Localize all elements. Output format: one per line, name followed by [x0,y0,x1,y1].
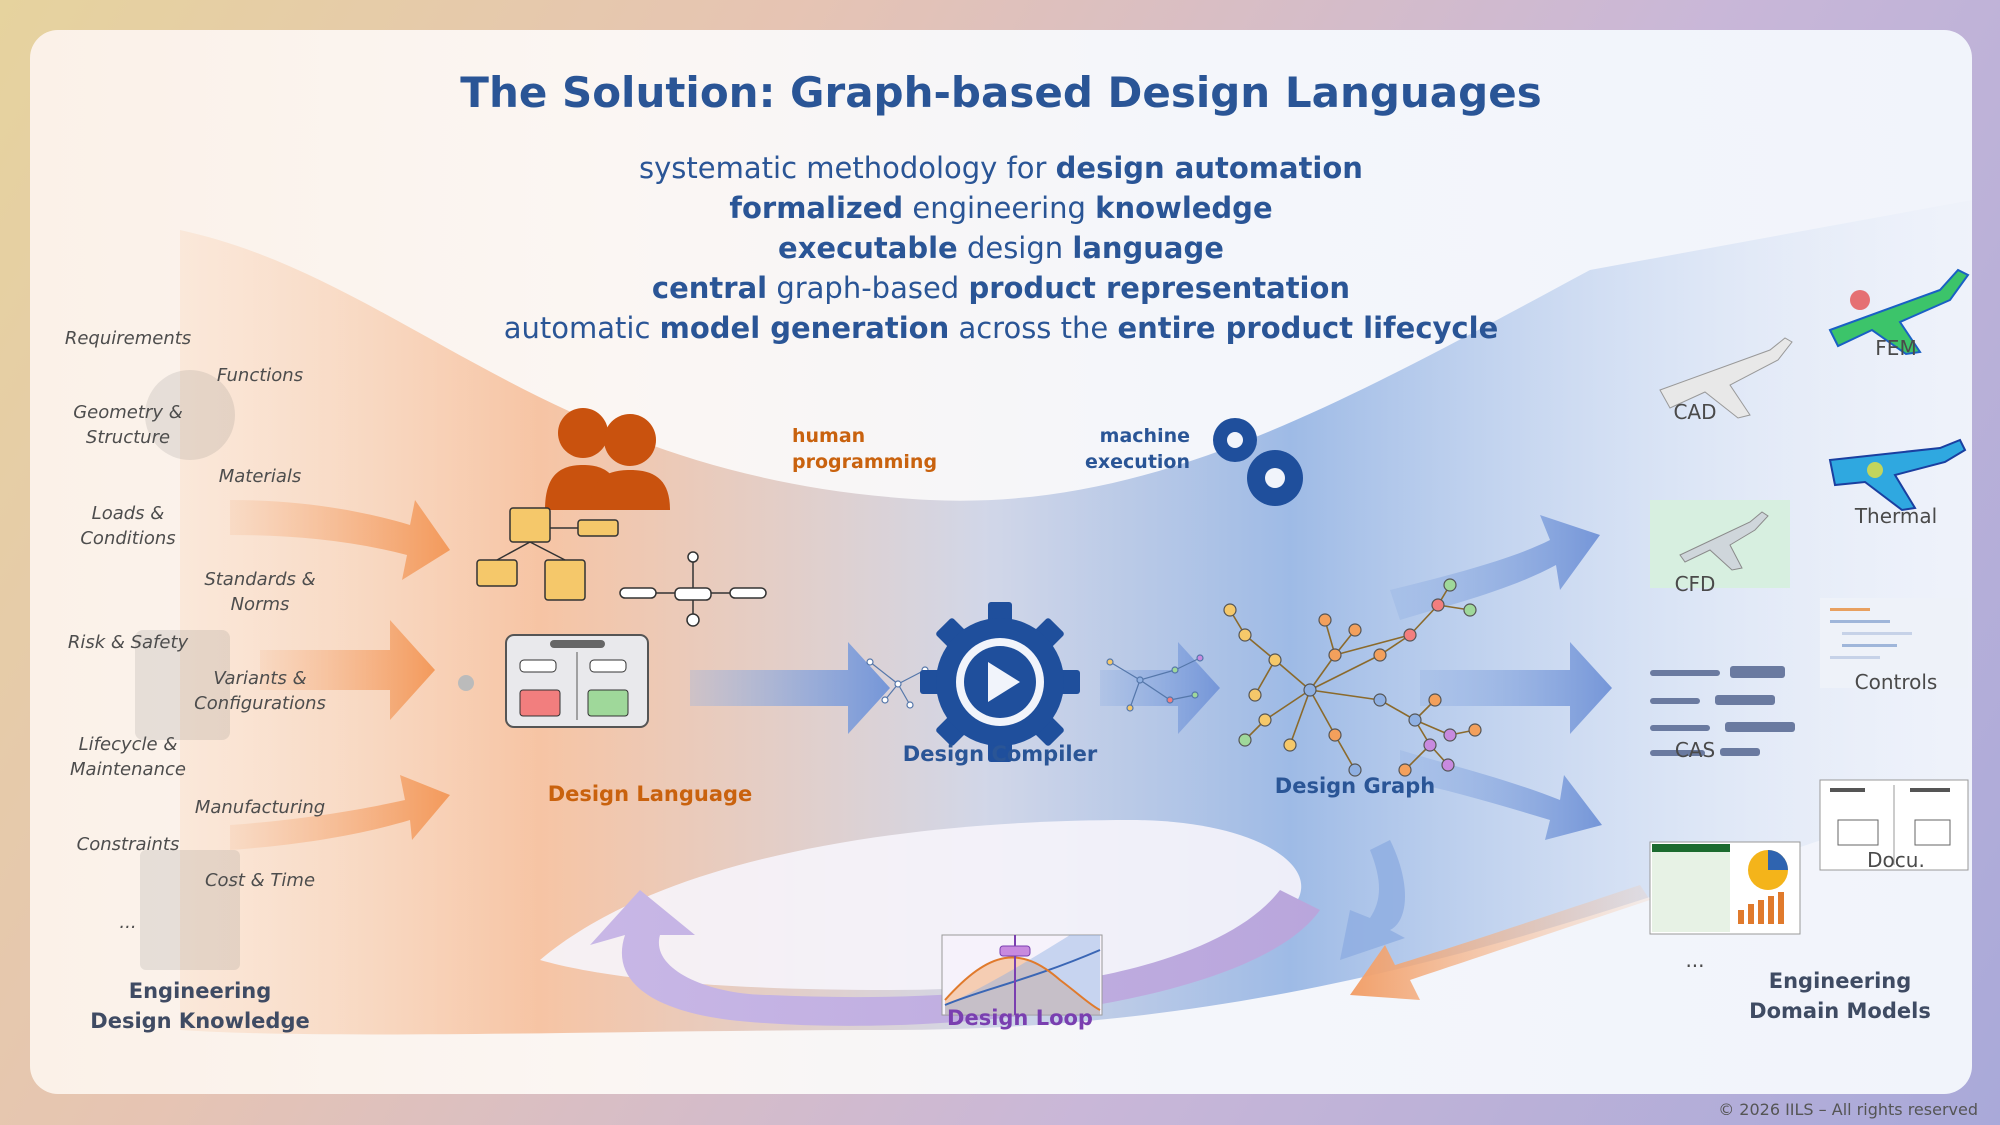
thermal-airplane-icon [1828,438,1967,512]
domain-model-more: ... [1685,948,1705,972]
arrow-to-controls [1420,642,1612,734]
domain-thumbnails [1649,268,1970,935]
knowledge-background-icons [135,370,240,970]
cfd-airplane-icon [1650,500,1790,588]
subtitle-line-2: formalized engineering knowledge [30,188,1972,228]
knowledge-item-geometry: Geometry & Structure [73,402,183,448]
human-programming-label: human programming [792,425,938,473]
subtitle-part: executable [778,231,958,265]
arrow-variants [260,620,435,720]
compiler-gear-icon [920,602,1080,762]
flow-graphics [135,200,1972,1035]
subtitle-part: design [957,231,1073,265]
domain-arrows [1340,515,1650,1000]
knowledge-item-manufacturing: Manufacturing [194,797,326,818]
subtitle-part: knowledge [1095,191,1273,225]
subtitle-part: product representation [968,271,1351,305]
people-icon [545,408,670,510]
design-compiler-label: Design Compiler [902,742,1098,766]
domain-model-thermal: Thermal [1854,504,1938,528]
domain-model-cas: CAS [1674,738,1716,762]
arrow-to-cas [1400,750,1602,840]
arrow-to-graph [1100,642,1220,734]
domain-models-section-label: Engineering Domain Models [1749,969,1931,1023]
arrow-models-return [1350,885,1650,1000]
knowledge-item-requirements: Requirements [64,328,192,349]
design-graph-label: Design Graph [1274,774,1436,798]
slide-card: The Solution: Graph-based Design Languag… [30,30,1972,1094]
subtitle-part: central [651,271,768,305]
knowledge-item-functions: Functions [216,365,304,386]
subtitle-part: formalized [729,191,904,225]
copyright-notice: © 2026 IILS – All rights reserved [1718,1100,1978,1119]
controls-code-icon [1820,598,1968,688]
table-chart-icon [1649,841,1801,935]
subtitle-part: across the [949,311,1118,345]
mini-graph-right [1106,654,1204,712]
knowledge-item-constraints: Constraints [76,834,180,855]
knowledge-arrows [230,500,450,850]
knowledge-item-more: ... [119,912,137,933]
arrow-to-cad [1390,515,1600,620]
subtitle-part: engineering [903,191,1096,225]
subtitle-line-4: central graph-based product representati… [30,268,1972,308]
docu-document-icon [1819,779,1969,871]
design-language-label: Design Language [547,782,753,806]
knowledge-item-lifecycle: Lifecycle & Maintenance [70,734,186,780]
funnel-band [180,200,1972,1035]
gears-icon [1213,418,1303,506]
design-graph-icon [1223,578,1482,777]
subtitle-line-1: systematic methodology for design automa… [30,148,1972,188]
arrow-to-compiler [690,642,890,734]
mini-graph-left [866,658,929,709]
knowledge-section-label: Engineering Design Knowledge [90,979,310,1033]
knowledge-item-risk: Risk & Safety [67,632,189,653]
design-loop-chart-icon [941,934,1103,1016]
design-language-graphic [458,507,767,728]
subtitle-part: systematic methodology for [639,151,1056,185]
arrow-manufacturing [230,775,450,850]
fem-airplane-icon [1828,268,1970,356]
design-loop-label: Design Loop [947,1006,1093,1030]
slide-title: The Solution: Graph-based Design Languag… [460,68,1542,117]
knowledge-item-standards: Standards & Norms [204,569,316,615]
knowledge-item-variants: Variants & Configurations [194,668,326,714]
subtitle-part: graph-based [767,271,969,305]
subtitle-line-3: executable design language [30,228,1972,268]
domain-model-controls: Controls [1854,670,1938,694]
machine-execution-label: machine execution [1085,425,1190,473]
domain-model-cad: CAD [1673,400,1717,424]
subtitle-part: entire product lifecycle [1117,311,1499,345]
cas-formula-icon [1650,666,1795,756]
arrow-graph-to-loop [1340,840,1405,960]
subtitle-part: automatic [503,311,660,345]
subtitle-part: design automation [1055,151,1363,185]
design-loop-arrow [590,890,1320,1026]
subtitle-part: model generation [659,311,950,345]
subtitle-line-5: automatic model generation across the en… [30,308,1972,348]
knowledge-item-loads: Loads & Conditions [80,503,176,549]
knowledge-item-cost-time: Cost & Time [204,870,316,891]
knowledge-item-materials: Materials [218,466,302,487]
domain-model-cfd: CFD [1674,572,1716,596]
domain-model-fem: FEM [1875,336,1917,360]
subtitle-part: language [1072,231,1224,265]
domain-model-docu: Docu. [1867,848,1925,872]
arrow-materials [230,500,450,580]
cad-airplane-icon [1659,337,1793,419]
loop-area [540,820,1302,990]
